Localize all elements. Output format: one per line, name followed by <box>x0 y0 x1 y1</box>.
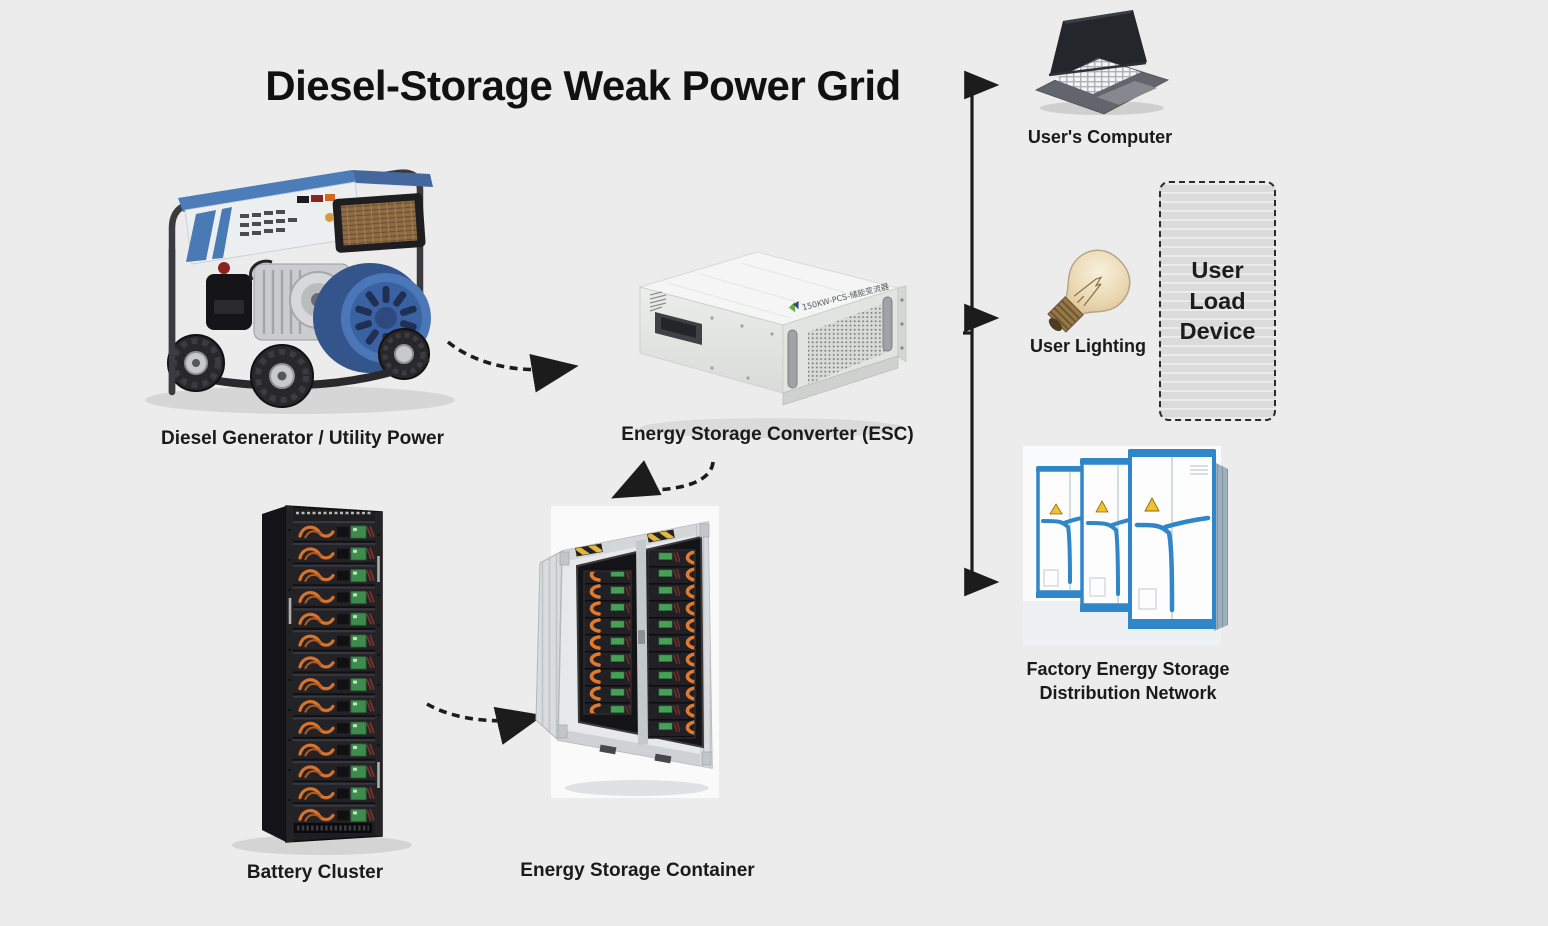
label-factory-network: Factory Energy Storage Distribution Netw… <box>978 657 1278 706</box>
laptop-illustration <box>1034 10 1170 115</box>
storage-container-illustration <box>535 506 719 798</box>
factory-cabinets-illustration <box>1023 446 1228 646</box>
generator-wheels <box>167 328 430 408</box>
lightbulb-illustration <box>1047 249 1131 333</box>
label-users-computer: User's Computer <box>1027 127 1173 147</box>
esc-illustration: 150KW-PCS-储能变流器 <box>638 251 907 438</box>
user-load-device-box: User Load Device <box>1159 181 1276 421</box>
arrow-esc-to-container <box>611 460 715 499</box>
page-title: Diesel-Storage Weak Power Grid <box>265 62 901 109</box>
label-factory-line2: Distribution Network <box>1039 683 1217 704</box>
battery-cluster-illustration <box>232 505 412 855</box>
label-diesel-generator: Diesel Generator / Utility Power <box>161 428 444 449</box>
label-factory-line1: Factory Energy Storage <box>1026 659 1230 679</box>
user-load-device-label: User Load Device <box>1179 257 1256 345</box>
arrow-battery-to-container <box>426 702 544 745</box>
diesel-generator-illustration <box>145 169 455 414</box>
label-esc: Energy Storage Converter (ESC) <box>621 424 914 445</box>
arrow-generator-to-esc <box>446 340 579 393</box>
label-user-lighting: User Lighting <box>1030 336 1146 356</box>
label-battery-cluster: Battery Cluster <box>246 862 384 883</box>
arrow-right-bracket <box>963 70 1000 597</box>
label-storage-container: Energy Storage Container <box>520 860 755 881</box>
